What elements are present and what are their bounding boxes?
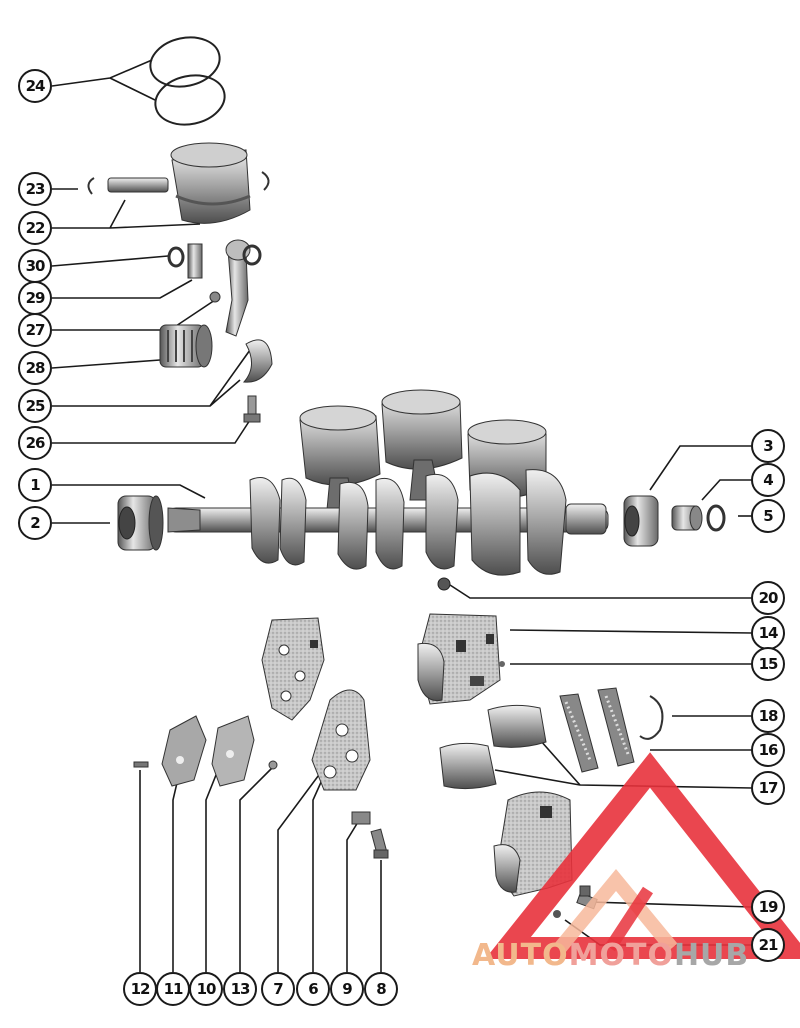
callout-8: 8 [364, 972, 398, 1006]
main-bearing-2 [117, 495, 164, 551]
watermark-hub: HUB [673, 938, 750, 973]
callout-15: 15 [751, 647, 785, 681]
main-bearing-3 [623, 495, 659, 547]
callout-14: 14 [751, 616, 785, 650]
automotohub-logo [485, 752, 800, 959]
retaining-ring-5 [706, 504, 726, 532]
bolt-8 [370, 828, 389, 859]
callout-11: 11 [156, 972, 190, 1006]
nut-13 [268, 760, 278, 770]
leader-lines [51, 59, 753, 972]
callout-5: 5 [751, 499, 785, 533]
callout-9: 9 [330, 972, 364, 1006]
callout-27: 27 [18, 313, 52, 347]
callout-23: 23 [18, 172, 52, 206]
callout-24: 24 [18, 69, 52, 103]
dowel-15 [499, 661, 505, 667]
callout-16: 16 [751, 733, 785, 767]
clamp-9 [351, 811, 371, 825]
piston-and-pin-22 [107, 142, 251, 224]
callout-4: 4 [751, 463, 785, 497]
watermark-text: AUTOMOTOHUB [472, 938, 749, 973]
needle-rollers-16 [559, 687, 635, 773]
reed-petals-10 [211, 715, 255, 787]
callout-19: 19 [751, 890, 785, 924]
snap-ring-18 [639, 695, 664, 740]
callout-13: 13 [223, 972, 257, 1006]
center-main-bearing-14 [417, 613, 501, 705]
dowel-21 [553, 910, 561, 918]
callout-7: 7 [261, 972, 295, 1006]
callout-3: 3 [751, 429, 785, 463]
screw-12 [133, 761, 149, 768]
callout-10: 10 [189, 972, 223, 1006]
bearing-halves-17 [439, 704, 547, 790]
reed-plate-6 [311, 689, 371, 791]
callout-12: 12 [123, 972, 157, 1006]
callout-28: 28 [18, 351, 52, 385]
callout-20: 20 [751, 581, 785, 615]
conn-rod-assembly [167, 239, 262, 337]
rod-cap-25 [242, 339, 273, 423]
callout-29: 29 [18, 281, 52, 315]
bearing-race-4 [671, 505, 703, 531]
crank-webs [249, 469, 567, 576]
callout-2: 2 [18, 506, 52, 540]
watermark-moto: MOTO [568, 938, 674, 973]
callout-25: 25 [18, 389, 52, 423]
callout-21: 21 [751, 928, 785, 962]
callout-1: 1 [18, 468, 52, 502]
callout-17: 17 [751, 771, 785, 805]
callout-26: 26 [18, 426, 52, 460]
watermark-auto: AUTO [472, 938, 569, 973]
callout-30: 30 [18, 249, 52, 283]
crankshaft-assembly-1 [167, 389, 609, 591]
callout-6: 6 [296, 972, 330, 1006]
piston-pin-clips-23 [87, 171, 270, 195]
reed-stop-11 [161, 715, 207, 787]
callout-22: 22 [18, 211, 52, 245]
callout-18: 18 [751, 699, 785, 733]
reed-plate-7 [261, 617, 325, 721]
piston-rings-24 [149, 36, 226, 126]
roller-bearing-28 [159, 324, 213, 368]
